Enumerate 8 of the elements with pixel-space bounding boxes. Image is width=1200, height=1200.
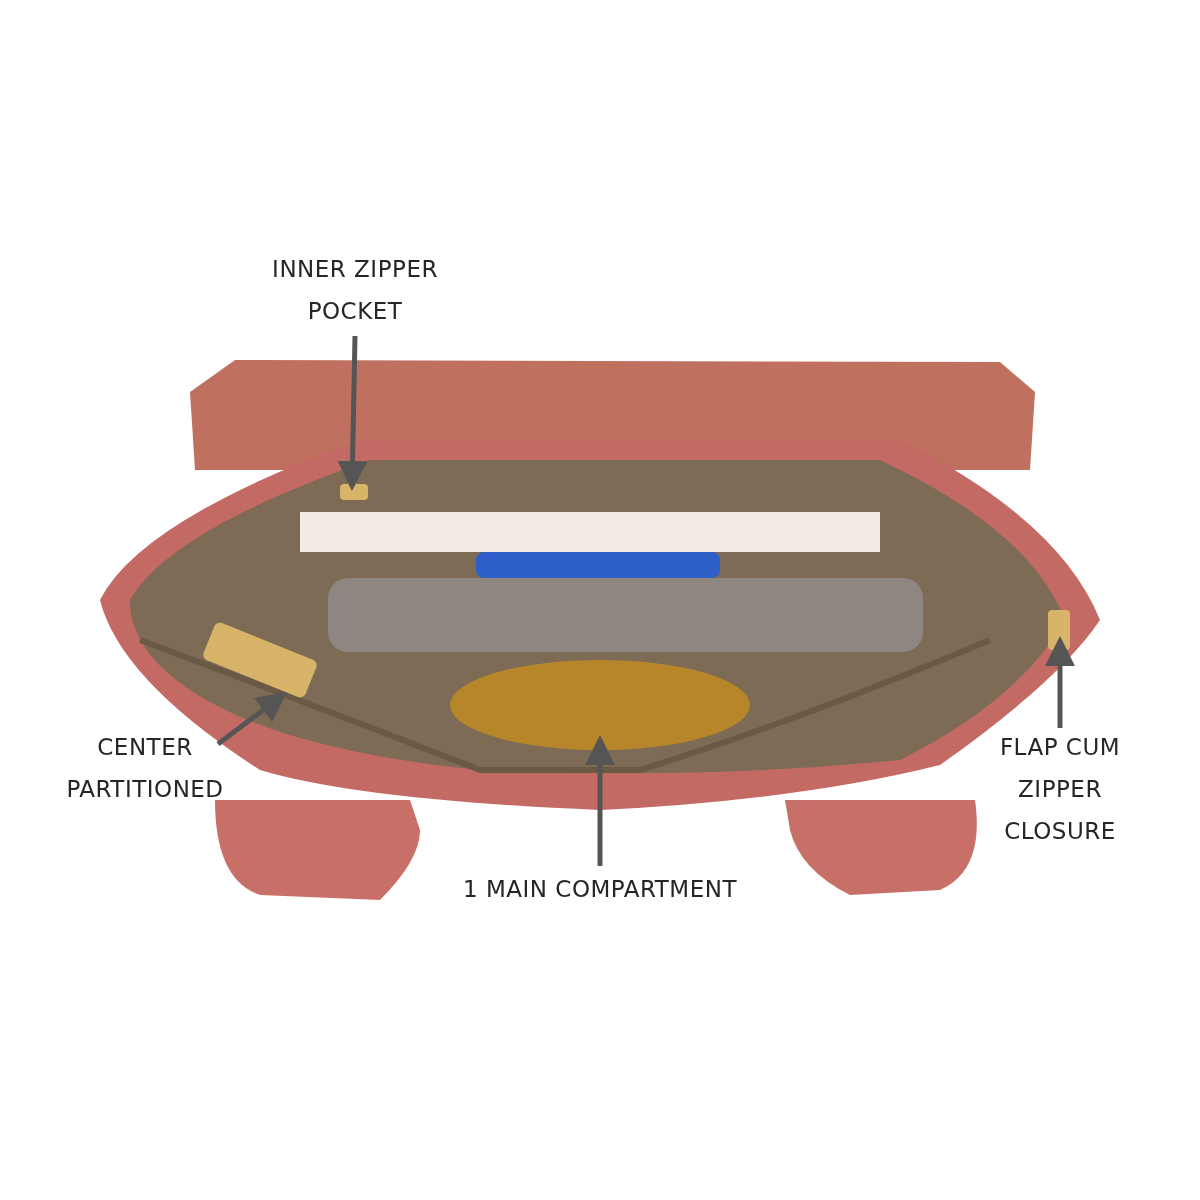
leader-arrow — [1045, 636, 1075, 728]
callout-label: CENTER PARTITIONED — [50, 726, 240, 810]
leader-arrow — [216, 692, 287, 746]
callout-label: 1 MAIN COMPARTMENT — [440, 868, 760, 910]
callout-label: INNER ZIPPER POCKET — [255, 248, 455, 332]
leader-arrow — [337, 335, 368, 491]
leader-arrow — [585, 735, 615, 866]
callout-label: FLAP CUM ZIPPER CLOSURE — [960, 726, 1160, 852]
